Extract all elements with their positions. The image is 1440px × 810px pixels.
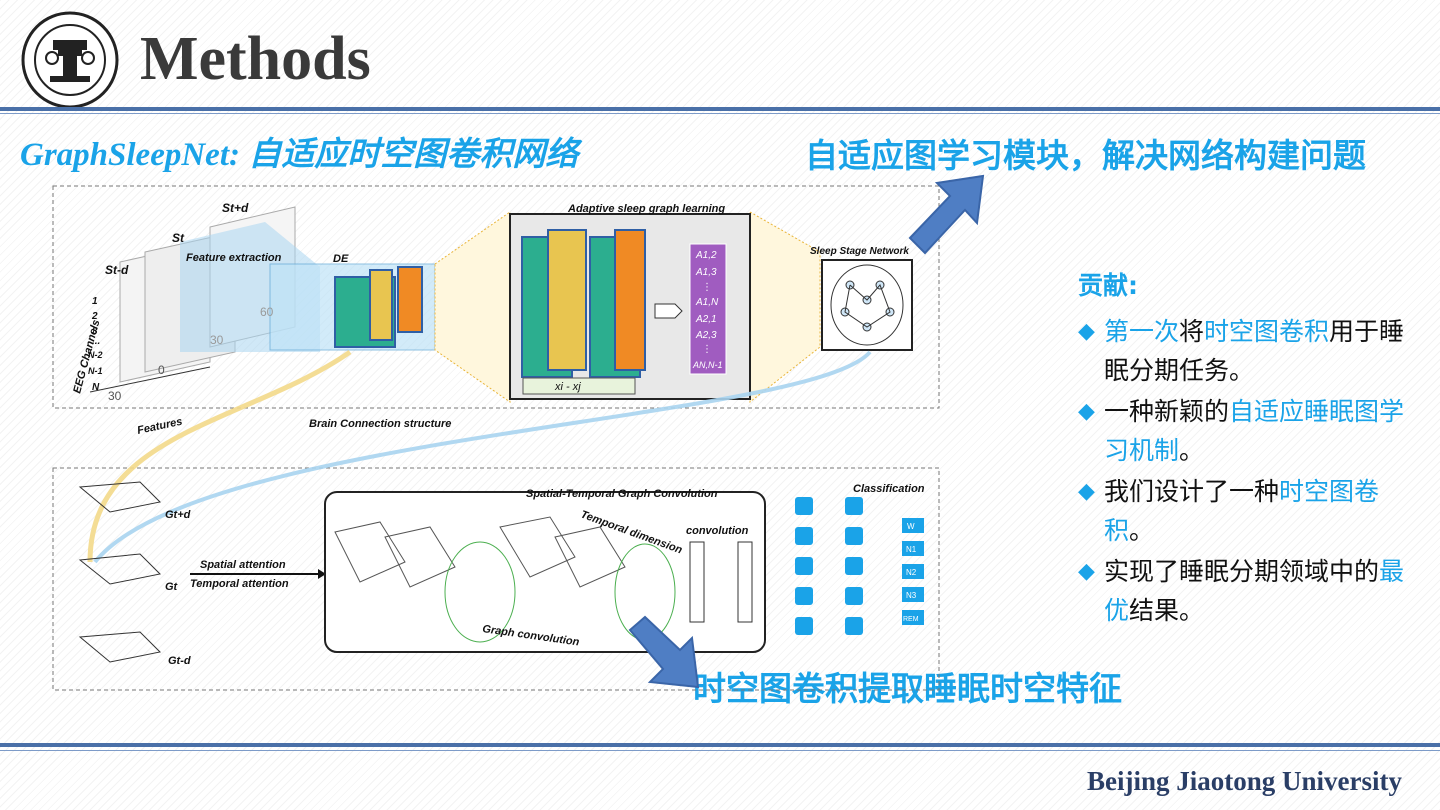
highlight-text: 时空图卷积 bbox=[1104, 477, 1380, 545]
g-plus-label: Gt+d bbox=[165, 509, 191, 521]
a-label: A1,N bbox=[695, 297, 719, 308]
contribution-text: 第一次将时空图卷积用于睡眠分期任务。 bbox=[1104, 312, 1408, 390]
temporal-attention-label: Temporal attention bbox=[190, 578, 289, 590]
channel-label: 1 bbox=[92, 296, 98, 307]
stgc-graphs bbox=[334, 516, 676, 643]
feature-extraction-label: Feature extraction bbox=[186, 252, 282, 264]
spatial-attention-label: Spatial attention bbox=[200, 559, 286, 571]
class-label: N3 bbox=[906, 591, 917, 600]
a-label: ⋮ bbox=[702, 282, 712, 293]
diamond-bullet-icon: ◆ bbox=[1078, 319, 1095, 344]
university-logo bbox=[20, 10, 120, 110]
plain-text: 结果。 bbox=[1129, 596, 1205, 625]
axis-tick: 60 bbox=[260, 305, 274, 319]
footer-divider-thin bbox=[0, 750, 1440, 751]
class-label: N1 bbox=[906, 545, 917, 554]
axis-tick: 30 bbox=[210, 333, 224, 347]
st-minus-label: St-d bbox=[105, 263, 129, 277]
plain-text: 将 bbox=[1179, 317, 1205, 346]
highlight-text: 自适应睡眠图学习机制 bbox=[1104, 397, 1405, 465]
a-label: A1,2 bbox=[695, 250, 717, 261]
head-graph bbox=[830, 264, 904, 346]
features-label: Features bbox=[136, 416, 183, 437]
subtitle-zh: 自适应时空图卷积网络 bbox=[248, 134, 579, 173]
channel-label: 2 bbox=[91, 311, 98, 322]
adaptive-matrices bbox=[521, 229, 683, 395]
top-frame bbox=[52, 185, 940, 409]
stgc-panel bbox=[324, 491, 766, 653]
de-feature-blocks bbox=[334, 266, 423, 348]
diamond-bullet-icon: ◆ bbox=[1078, 559, 1095, 584]
classification-label: Classification bbox=[853, 483, 925, 495]
g-minus-label: Gt-d bbox=[168, 655, 191, 667]
plain-text: 。 bbox=[1179, 436, 1205, 465]
highlight-text: 最优 bbox=[1104, 557, 1405, 625]
plain-text: 。 bbox=[1129, 516, 1155, 545]
header-divider bbox=[0, 107, 1440, 111]
plain-text: 用于睡眠分期任务。 bbox=[1104, 317, 1405, 385]
slide-subtitle: GraphSleepNet: 自适应时空图卷积网络 bbox=[20, 137, 578, 172]
st-plus-label: St+d bbox=[222, 201, 249, 215]
contributions-panel: 贡献: ◆第一次将时空图卷积用于睡眠分期任务。◆一种新颖的自适应睡眠图学习机制。… bbox=[1078, 266, 1408, 632]
adaptive-title: Adaptive sleep graph learning bbox=[567, 203, 725, 215]
classifier-nodes bbox=[795, 497, 863, 635]
plain-text: 实现了睡眠分期领域中的 bbox=[1104, 557, 1380, 586]
stgc-title: Spatial-Temporal Graph Convolution bbox=[526, 488, 718, 500]
arrow-up-right-icon bbox=[908, 174, 985, 255]
channel-labels: 1 2 3 ... N-2 N-1 N bbox=[88, 296, 103, 393]
g-t-label: Gt bbox=[165, 581, 179, 593]
plain-text: 我们设计了一种 bbox=[1104, 477, 1280, 506]
diamond-bullet-icon: ◆ bbox=[1078, 399, 1095, 424]
channel-label: 3 bbox=[92, 326, 98, 337]
a-vector: A1,2 A1,3 ⋮ A1,N A2,1 A2,3 ⋮ AN,N-1 bbox=[689, 243, 727, 375]
graph-stack bbox=[78, 481, 162, 663]
contribution-item: ◆ 第一次将时空图卷积用于睡眠分期任务。 bbox=[1078, 312, 1408, 390]
plain-text: 一种新颖的 bbox=[1104, 397, 1230, 426]
page-title: Methods bbox=[140, 25, 371, 93]
header-divider-thin bbox=[0, 113, 1440, 114]
channel-label: ... bbox=[92, 336, 100, 347]
contribution-item: ◆ 实现了睡眠分期领域中的最优结果。 bbox=[1078, 552, 1408, 630]
footer-divider bbox=[0, 743, 1440, 747]
xdiff-label: xi - xj bbox=[554, 381, 581, 393]
footer-university: Beijing Jiaotong University bbox=[1087, 766, 1402, 796]
class-label: N2 bbox=[906, 568, 917, 577]
contribution-item: ◆ 一种新颖的自适应睡眠图学习机制。 bbox=[1078, 392, 1408, 470]
a-label: AN,N-1 bbox=[692, 360, 723, 370]
channel-label: N bbox=[92, 382, 100, 393]
arrow-down-right-icon bbox=[628, 615, 700, 689]
contributions-list: ◆第一次将时空图卷积用于睡眠分期任务。◆一种新颖的自适应睡眠图学习机制。◆我们设… bbox=[1078, 312, 1408, 630]
de-label: DE bbox=[333, 253, 349, 265]
channel-label: N-2 bbox=[88, 350, 103, 360]
class-label: REM bbox=[903, 616, 919, 623]
contribution-item: ◆ 我们设计了一种时空图卷积。 bbox=[1078, 472, 1408, 550]
channel-label: N-1 bbox=[88, 366, 103, 376]
a-label: ⋮ bbox=[702, 344, 712, 355]
highlight-text: 第一次 bbox=[1104, 317, 1180, 346]
class-outputs: W N1 N2 N3 REM bbox=[902, 518, 924, 625]
subtitle-en: GraphSleepNet: bbox=[20, 137, 249, 173]
highlight-text: 时空图卷积 bbox=[1204, 317, 1330, 346]
contribution-text: 一种新颖的自适应睡眠图学习机制。 bbox=[1104, 392, 1408, 470]
contribution-text: 我们设计了一种时空图卷积。 bbox=[1104, 472, 1408, 550]
sleep-stage-network-box bbox=[821, 259, 913, 351]
sleep-stage-network-label: Sleep Stage Network bbox=[810, 246, 909, 257]
architecture-figure: St-d St St+d Feature extraction DE EEG C… bbox=[52, 185, 940, 691]
diamond-bullet-icon: ◆ bbox=[1078, 479, 1095, 504]
a-label: A2,3 bbox=[695, 330, 717, 341]
st-label: St bbox=[172, 231, 185, 245]
a-label: A2,1 bbox=[695, 314, 717, 325]
a-label: A1,3 bbox=[695, 267, 717, 278]
contribution-text: 实现了睡眠分期领域中的最优结果。 bbox=[1104, 552, 1408, 630]
bottom-frame bbox=[52, 467, 940, 691]
brain-connection-label: Brain Connection structure bbox=[309, 418, 451, 430]
contributions-heading: 贡献: bbox=[1078, 271, 1138, 300]
callout-st-gcn: 时空图卷积提取睡眠时空特征 bbox=[693, 669, 1122, 708]
convolution-label: convolution bbox=[686, 525, 749, 537]
callout-adaptive-graph: 自适应图学习模块，解决网络构建问题 bbox=[805, 136, 1366, 175]
axis-tick: 0 bbox=[158, 363, 165, 377]
axis-tick: 30 bbox=[108, 389, 122, 403]
class-label: W bbox=[907, 522, 915, 531]
